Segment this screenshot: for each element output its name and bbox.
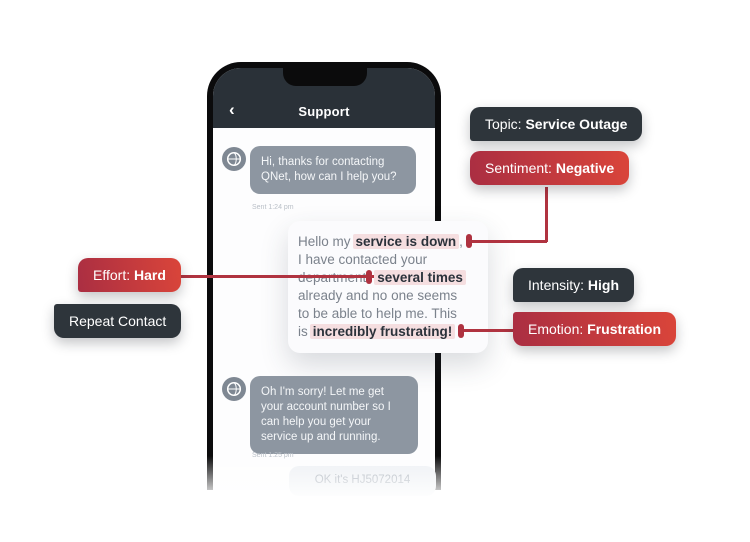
chat-title: Support [298,104,350,119]
message-timestamp: Sent 1:24 pm [252,204,294,211]
highlight-several-times: several times [374,270,466,285]
phone-notch [283,62,367,86]
message-line: I have contacted your [298,252,428,267]
emotion-tag: Emotion: Frustration [513,312,677,346]
bottom-fade [190,456,455,528]
repeat-contact-tag: Repeat Contact [54,304,182,338]
topic-tag: Topic: Service Outage [470,107,643,141]
agent-avatar-icon [222,147,246,171]
back-chevron-icon[interactable]: ‹ [229,100,235,119]
sentiment-tag: Sentiment: Negative [470,151,630,185]
highlight-service-down: service is down [352,234,460,249]
agent-avatar-icon [222,377,246,401]
sentiment-connector-vertical [545,187,548,242]
message-line: already and no one seems [298,288,458,303]
sentiment-connector-horizontal [472,240,547,243]
emotion-anchor-marker [458,324,465,338]
message-timestamp: Sent 1:25 pm [252,452,294,459]
effort-connector [178,275,374,278]
message-line: to be able to help me. This [298,306,457,321]
emotion-connector [464,329,515,332]
highlight-frustrating: incredibly frustrating! [309,324,456,339]
agent-message-bubble: Oh I'm sorry! Let me get your account nu… [250,376,418,454]
effort-tag: Effort: Hard [78,258,181,292]
agent-message-bubble: Hi, thanks for contacting QNet, how can … [250,146,416,194]
intensity-tag: Intensity: High [513,268,635,302]
sentiment-anchor-marker [465,234,472,248]
